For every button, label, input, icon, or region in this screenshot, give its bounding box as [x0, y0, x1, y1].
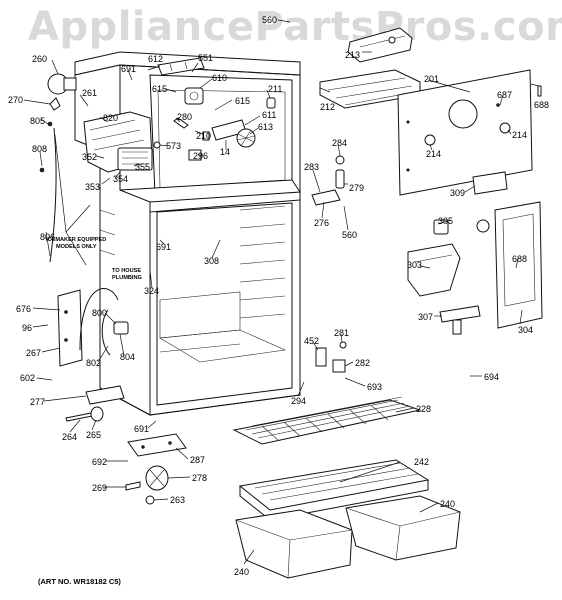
- callout-804: 804: [120, 352, 135, 362]
- callout-688b: 688: [512, 254, 527, 264]
- callout-610: 610: [212, 73, 227, 83]
- callout-287: 287: [190, 455, 205, 465]
- leader-lines: [23, 19, 540, 565]
- callout-283: 283: [304, 162, 319, 172]
- callout-242: 242: [414, 457, 429, 467]
- callout-694: 694: [484, 372, 499, 382]
- damper-control-parts: [311, 155, 543, 373]
- callout-676: 676: [16, 304, 31, 314]
- callout-210: 210: [196, 131, 211, 141]
- callout-213: 213: [345, 50, 360, 60]
- callout-560: 560: [262, 15, 277, 25]
- callout-691: 691: [121, 64, 136, 74]
- callout-452: 452: [304, 336, 319, 346]
- shelves-and-drawers: [232, 396, 461, 579]
- lower-hinge-and-roller-parts: [57, 288, 187, 505]
- callout-240a: 240: [440, 499, 455, 509]
- callout-802: 802: [86, 358, 101, 368]
- callout-294: 294: [291, 396, 306, 406]
- callout-96: 96: [22, 323, 32, 333]
- watermark-logo: AppliancePartsPros.com: [28, 4, 562, 50]
- callout-353: 353: [85, 182, 100, 192]
- callout-693: 693: [367, 382, 382, 392]
- callout-305: 305: [438, 216, 453, 226]
- callout-560b: 560: [342, 230, 357, 240]
- callout-240b: 240: [234, 567, 249, 577]
- callout-14: 14: [220, 147, 230, 157]
- icemaker-note-line1: ICEMAKER EQUIPPED: [46, 237, 106, 243]
- callout-267: 267: [26, 348, 41, 358]
- callout-281: 281: [334, 328, 349, 338]
- art-number: (ART NO. WR18182 C5): [38, 577, 121, 586]
- callout-573: 573: [166, 141, 181, 151]
- callout-800: 800: [92, 308, 107, 318]
- callout-551: 551: [198, 53, 213, 63]
- freezer-evaporator-parts: [153, 57, 276, 161]
- callout-284: 284: [332, 138, 347, 148]
- callout-280: 280: [177, 112, 192, 122]
- callout-269: 269: [92, 483, 107, 493]
- callout-201: 201: [424, 74, 439, 84]
- callout-261: 261: [82, 88, 97, 98]
- callout-309: 309: [450, 188, 465, 198]
- callout-296: 296: [193, 151, 208, 161]
- callout-806: 806: [40, 232, 55, 242]
- callout-820: 820: [103, 113, 118, 123]
- callout-612: 612: [148, 54, 163, 64]
- callout-228: 228: [416, 404, 431, 414]
- callout-324: 324: [144, 286, 159, 296]
- callout-615: 615: [152, 84, 167, 94]
- callout-691c: 691: [134, 424, 149, 434]
- callout-214b: 214: [512, 130, 527, 140]
- freezer-shelf-and-cover: [319, 27, 542, 196]
- callout-277: 277: [30, 397, 45, 407]
- callout-808: 808: [32, 144, 47, 154]
- callout-805: 805: [30, 116, 45, 126]
- callout-270: 270: [8, 95, 23, 105]
- callout-688: 688: [534, 100, 549, 110]
- icemaker-note-line2: MODELS ONLY: [56, 244, 97, 250]
- callout-307: 307: [418, 312, 433, 322]
- callout-282: 282: [355, 358, 370, 368]
- callout-352: 352: [82, 152, 97, 162]
- callout-615b: 615: [235, 96, 250, 106]
- callout-355: 355: [135, 162, 150, 172]
- callout-279: 279: [349, 183, 364, 193]
- callout-263: 263: [170, 495, 185, 505]
- callout-212: 212: [320, 102, 335, 112]
- callout-278: 278: [192, 473, 207, 483]
- callout-308: 308: [204, 256, 219, 266]
- callout-265: 265: [86, 430, 101, 440]
- callout-304: 304: [518, 325, 533, 335]
- callout-264: 264: [62, 432, 77, 442]
- callout-692: 692: [92, 457, 107, 467]
- callout-214a: 214: [426, 149, 441, 159]
- callout-687: 687: [497, 90, 512, 100]
- callout-602: 602: [20, 373, 35, 383]
- callout-labels: 560 213 201 688 687 260 612 551 691 615 …: [8, 15, 549, 577]
- callout-613: 613: [258, 122, 273, 132]
- callout-276: 276: [314, 218, 329, 228]
- plumbing-note-line2: PLUMBING: [112, 275, 142, 281]
- plumbing-note-line1: TO HOUSE: [112, 268, 141, 274]
- callout-303: 303: [407, 260, 422, 270]
- callout-611: 611: [262, 110, 276, 120]
- callout-211: 211: [268, 84, 282, 94]
- refrigerator-cabinet: [74, 51, 301, 416]
- callout-354: 354: [113, 174, 128, 184]
- callout-260: 260: [32, 54, 47, 64]
- callout-691b: 691: [156, 242, 171, 252]
